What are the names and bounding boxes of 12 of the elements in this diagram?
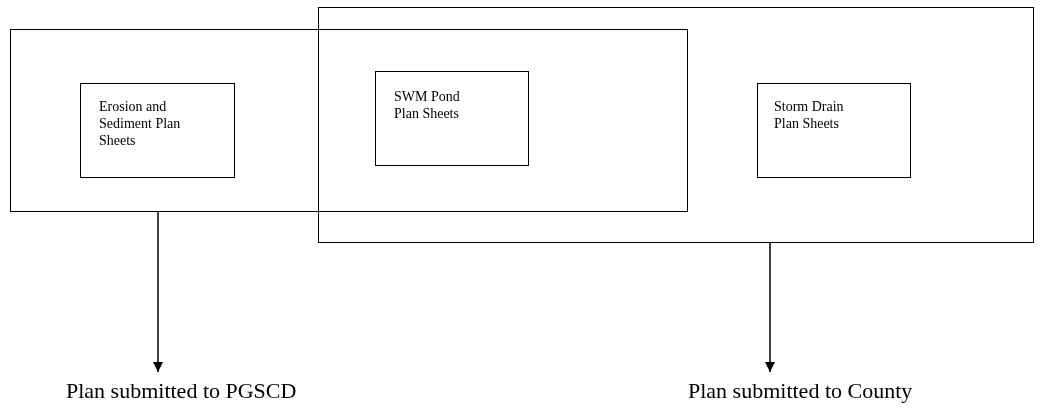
- arrow: [765, 242, 775, 373]
- plan-label: Plan submitted to PGSCD: [66, 378, 336, 408]
- box-text: SWM Pond Plan Sheets: [394, 88, 461, 122]
- process-box: [80, 83, 235, 178]
- process-box: [757, 83, 911, 178]
- box-text: Storm Drain Plan Sheets: [774, 98, 845, 132]
- arrow: [153, 211, 163, 373]
- group-outline: [10, 29, 688, 212]
- box-text: Erosion and Sediment Plan Sheets: [99, 98, 182, 149]
- group-outline: [318, 7, 1034, 243]
- process-box: [375, 71, 529, 166]
- plan-label: Plan submitted to County: [688, 378, 1058, 408]
